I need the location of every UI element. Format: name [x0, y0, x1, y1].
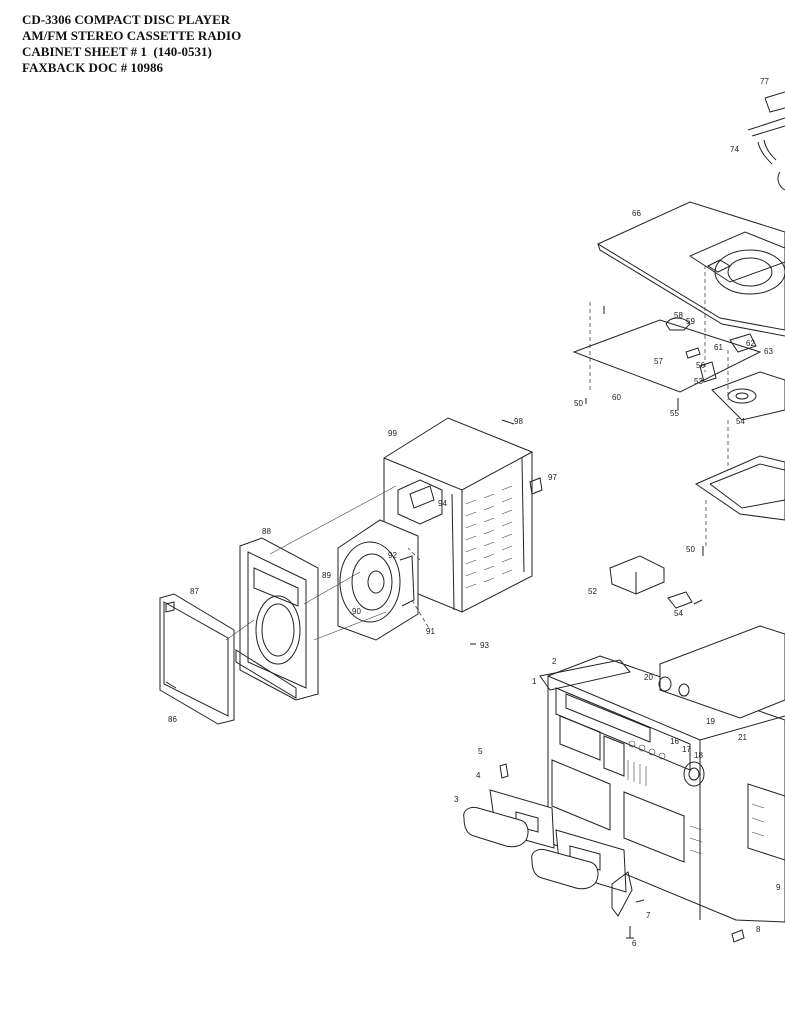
clip-part	[667, 591, 703, 609]
callout-52: 52	[588, 587, 597, 596]
part-callouts: 77 74 66 58 59 61 62 63 57 56 53 50 60 5…	[168, 77, 781, 948]
cassette-doors	[463, 763, 633, 917]
callout-18: 18	[694, 751, 703, 760]
mounting-bracket	[609, 555, 665, 595]
callout-90: 90	[352, 607, 361, 616]
callout-54-upper: 54	[736, 417, 745, 426]
callout-88: 88	[262, 527, 271, 536]
callout-4: 4	[476, 771, 481, 780]
lower-chassis-frame	[694, 420, 785, 556]
callout-55: 55	[670, 409, 679, 418]
callout-97: 97	[548, 473, 557, 482]
callout-53: 53	[694, 377, 703, 386]
front-grille-panel	[159, 593, 235, 725]
callout-20: 20	[644, 673, 653, 682]
speaker-grille-frame	[235, 537, 319, 701]
callout-63: 63	[764, 347, 773, 356]
callout-56: 56	[696, 361, 705, 370]
callout-57: 57	[654, 357, 663, 366]
callout-89: 89	[322, 571, 331, 580]
callout-50-upper: 50	[574, 399, 583, 408]
callout-60: 60	[612, 393, 621, 402]
speaker-driver	[337, 519, 419, 641]
callout-5: 5	[478, 747, 483, 756]
callout-6: 6	[632, 939, 637, 948]
cd-mechanism-plate	[572, 265, 785, 421]
callout-91: 91	[426, 627, 435, 636]
callout-17: 17	[682, 745, 691, 754]
header-product-subtitle: AM/FM STEREO CASSETTE RADIO	[22, 28, 242, 43]
callout-61: 61	[714, 343, 723, 352]
callout-2: 2	[552, 657, 557, 666]
callout-77: 77	[760, 77, 769, 86]
handle-assembly	[747, 91, 785, 191]
document-header: CD-3306 COMPACT DISC PLAYER AM/FM STEREO…	[22, 12, 241, 76]
callout-7: 7	[646, 911, 651, 920]
callout-98: 98	[514, 417, 523, 426]
callout-93: 93	[480, 641, 489, 650]
callout-59: 59	[686, 317, 695, 326]
header-cabinet-sheet: CABINET SHEET # 1 (140-0531)	[22, 44, 212, 59]
callout-50-lower: 50	[686, 545, 695, 554]
callout-92: 92	[388, 551, 397, 560]
callout-19: 19	[706, 717, 715, 726]
header-model-title: CD-3306 COMPACT DISC PLAYER	[22, 12, 231, 27]
cd-top-cover	[596, 201, 785, 337]
screw-parts	[470, 306, 745, 943]
callout-58: 58	[674, 311, 683, 320]
callout-74: 74	[730, 145, 739, 154]
callout-66: 66	[632, 209, 641, 218]
callout-94: 94	[438, 499, 447, 508]
callout-54-lower: 54	[674, 609, 683, 618]
assembly-guide-lines	[225, 485, 431, 641]
callout-3: 3	[454, 795, 459, 804]
header-faxback-doc: FAXBACK DOC # 10986	[22, 60, 163, 75]
callout-21: 21	[738, 733, 747, 742]
callout-62: 62	[746, 339, 755, 348]
callout-8: 8	[756, 925, 761, 934]
callout-87: 87	[190, 587, 199, 596]
callout-9: 9	[776, 883, 781, 892]
callout-16: 16	[670, 737, 679, 746]
callout-86: 86	[168, 715, 177, 724]
callout-99: 99	[388, 429, 397, 438]
callout-1: 1	[532, 677, 537, 686]
